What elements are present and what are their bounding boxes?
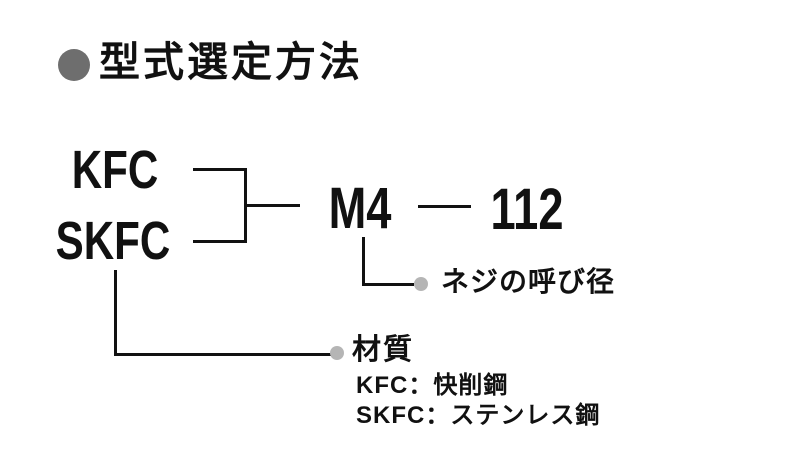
thread-size-code: M4 [328,176,392,241]
connector-material-callout-h [114,353,332,356]
material-label: 材質 [352,334,415,366]
material-note-skfc: SKFC：ステンレス鋼 [356,402,601,429]
material-code-skfc: SKFC [55,211,171,271]
connector-material-callout-v [114,270,117,356]
material-callout-dot-icon [330,346,344,360]
hyphen-separator [418,205,471,208]
connector-kfc-branch [193,168,247,171]
material-note-kfc: KFC：快削鋼 [356,372,509,399]
connector-vertical-join [244,168,247,243]
material-code-kfc: KFC [71,140,159,200]
connector-thread-callout-v [362,237,365,286]
connector-skfc-branch [193,240,247,243]
section-bullet-icon [58,49,90,81]
item-number-code: 112 [490,177,564,242]
thread-callout-dot-icon [414,277,428,291]
connector-thread-callout-h [362,283,414,286]
thread-diameter-label: ネジの呼び径 [441,266,616,297]
connector-to-thread-size [247,204,300,207]
section-title: 型式選定方法 [99,39,363,85]
